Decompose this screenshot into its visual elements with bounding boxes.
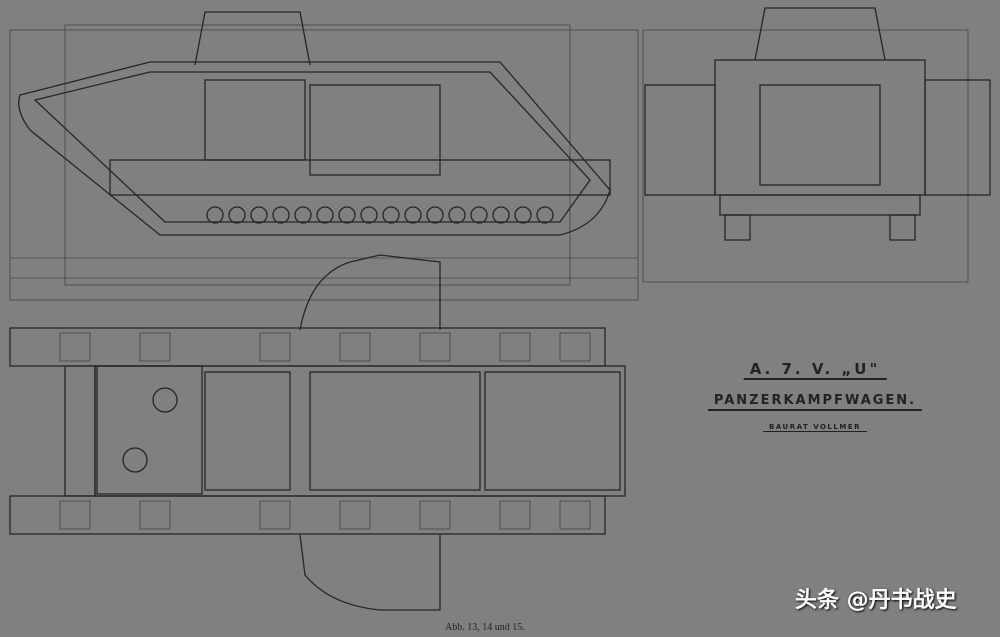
road-wheel xyxy=(272,206,290,224)
track-frame xyxy=(59,500,91,530)
figure-caption: Abb. 13, 14 und 15. xyxy=(445,622,525,633)
road-wheel xyxy=(514,206,532,224)
road-wheel xyxy=(228,206,246,224)
road-wheel xyxy=(206,206,224,224)
track-frame xyxy=(339,332,371,362)
track-frame xyxy=(419,332,451,362)
road-wheel xyxy=(316,206,334,224)
side-view xyxy=(9,11,639,301)
road-wheel xyxy=(448,206,466,224)
road-wheel xyxy=(536,206,554,224)
front-view xyxy=(642,7,991,283)
road-wheel xyxy=(294,206,312,224)
track-frame xyxy=(419,500,451,530)
track-frame xyxy=(499,500,531,530)
track-frame xyxy=(259,332,291,362)
road-wheel xyxy=(470,206,488,224)
drawing-title: A. 7. V. „U" xyxy=(743,360,887,380)
top-view xyxy=(9,254,626,611)
drawing-subtitle: PANZERKAMPFWAGEN. xyxy=(707,393,923,411)
designer-label: BAURAT VOLLMER xyxy=(762,423,868,433)
track-frame xyxy=(139,500,171,530)
watermark: 头条 @丹书战史 xyxy=(795,588,957,613)
track-frame xyxy=(499,332,531,362)
road-wheel xyxy=(382,206,400,224)
road-wheel xyxy=(250,206,268,224)
road-wheel xyxy=(404,206,422,224)
road-wheel xyxy=(338,206,356,224)
track-frame xyxy=(559,500,591,530)
track-frame xyxy=(139,332,171,362)
track-frame xyxy=(339,500,371,530)
road-wheel xyxy=(360,206,378,224)
track-frame xyxy=(59,332,91,362)
track-frame xyxy=(259,500,291,530)
road-wheel xyxy=(426,206,444,224)
road-wheel xyxy=(492,206,510,224)
track-frame xyxy=(559,332,591,362)
